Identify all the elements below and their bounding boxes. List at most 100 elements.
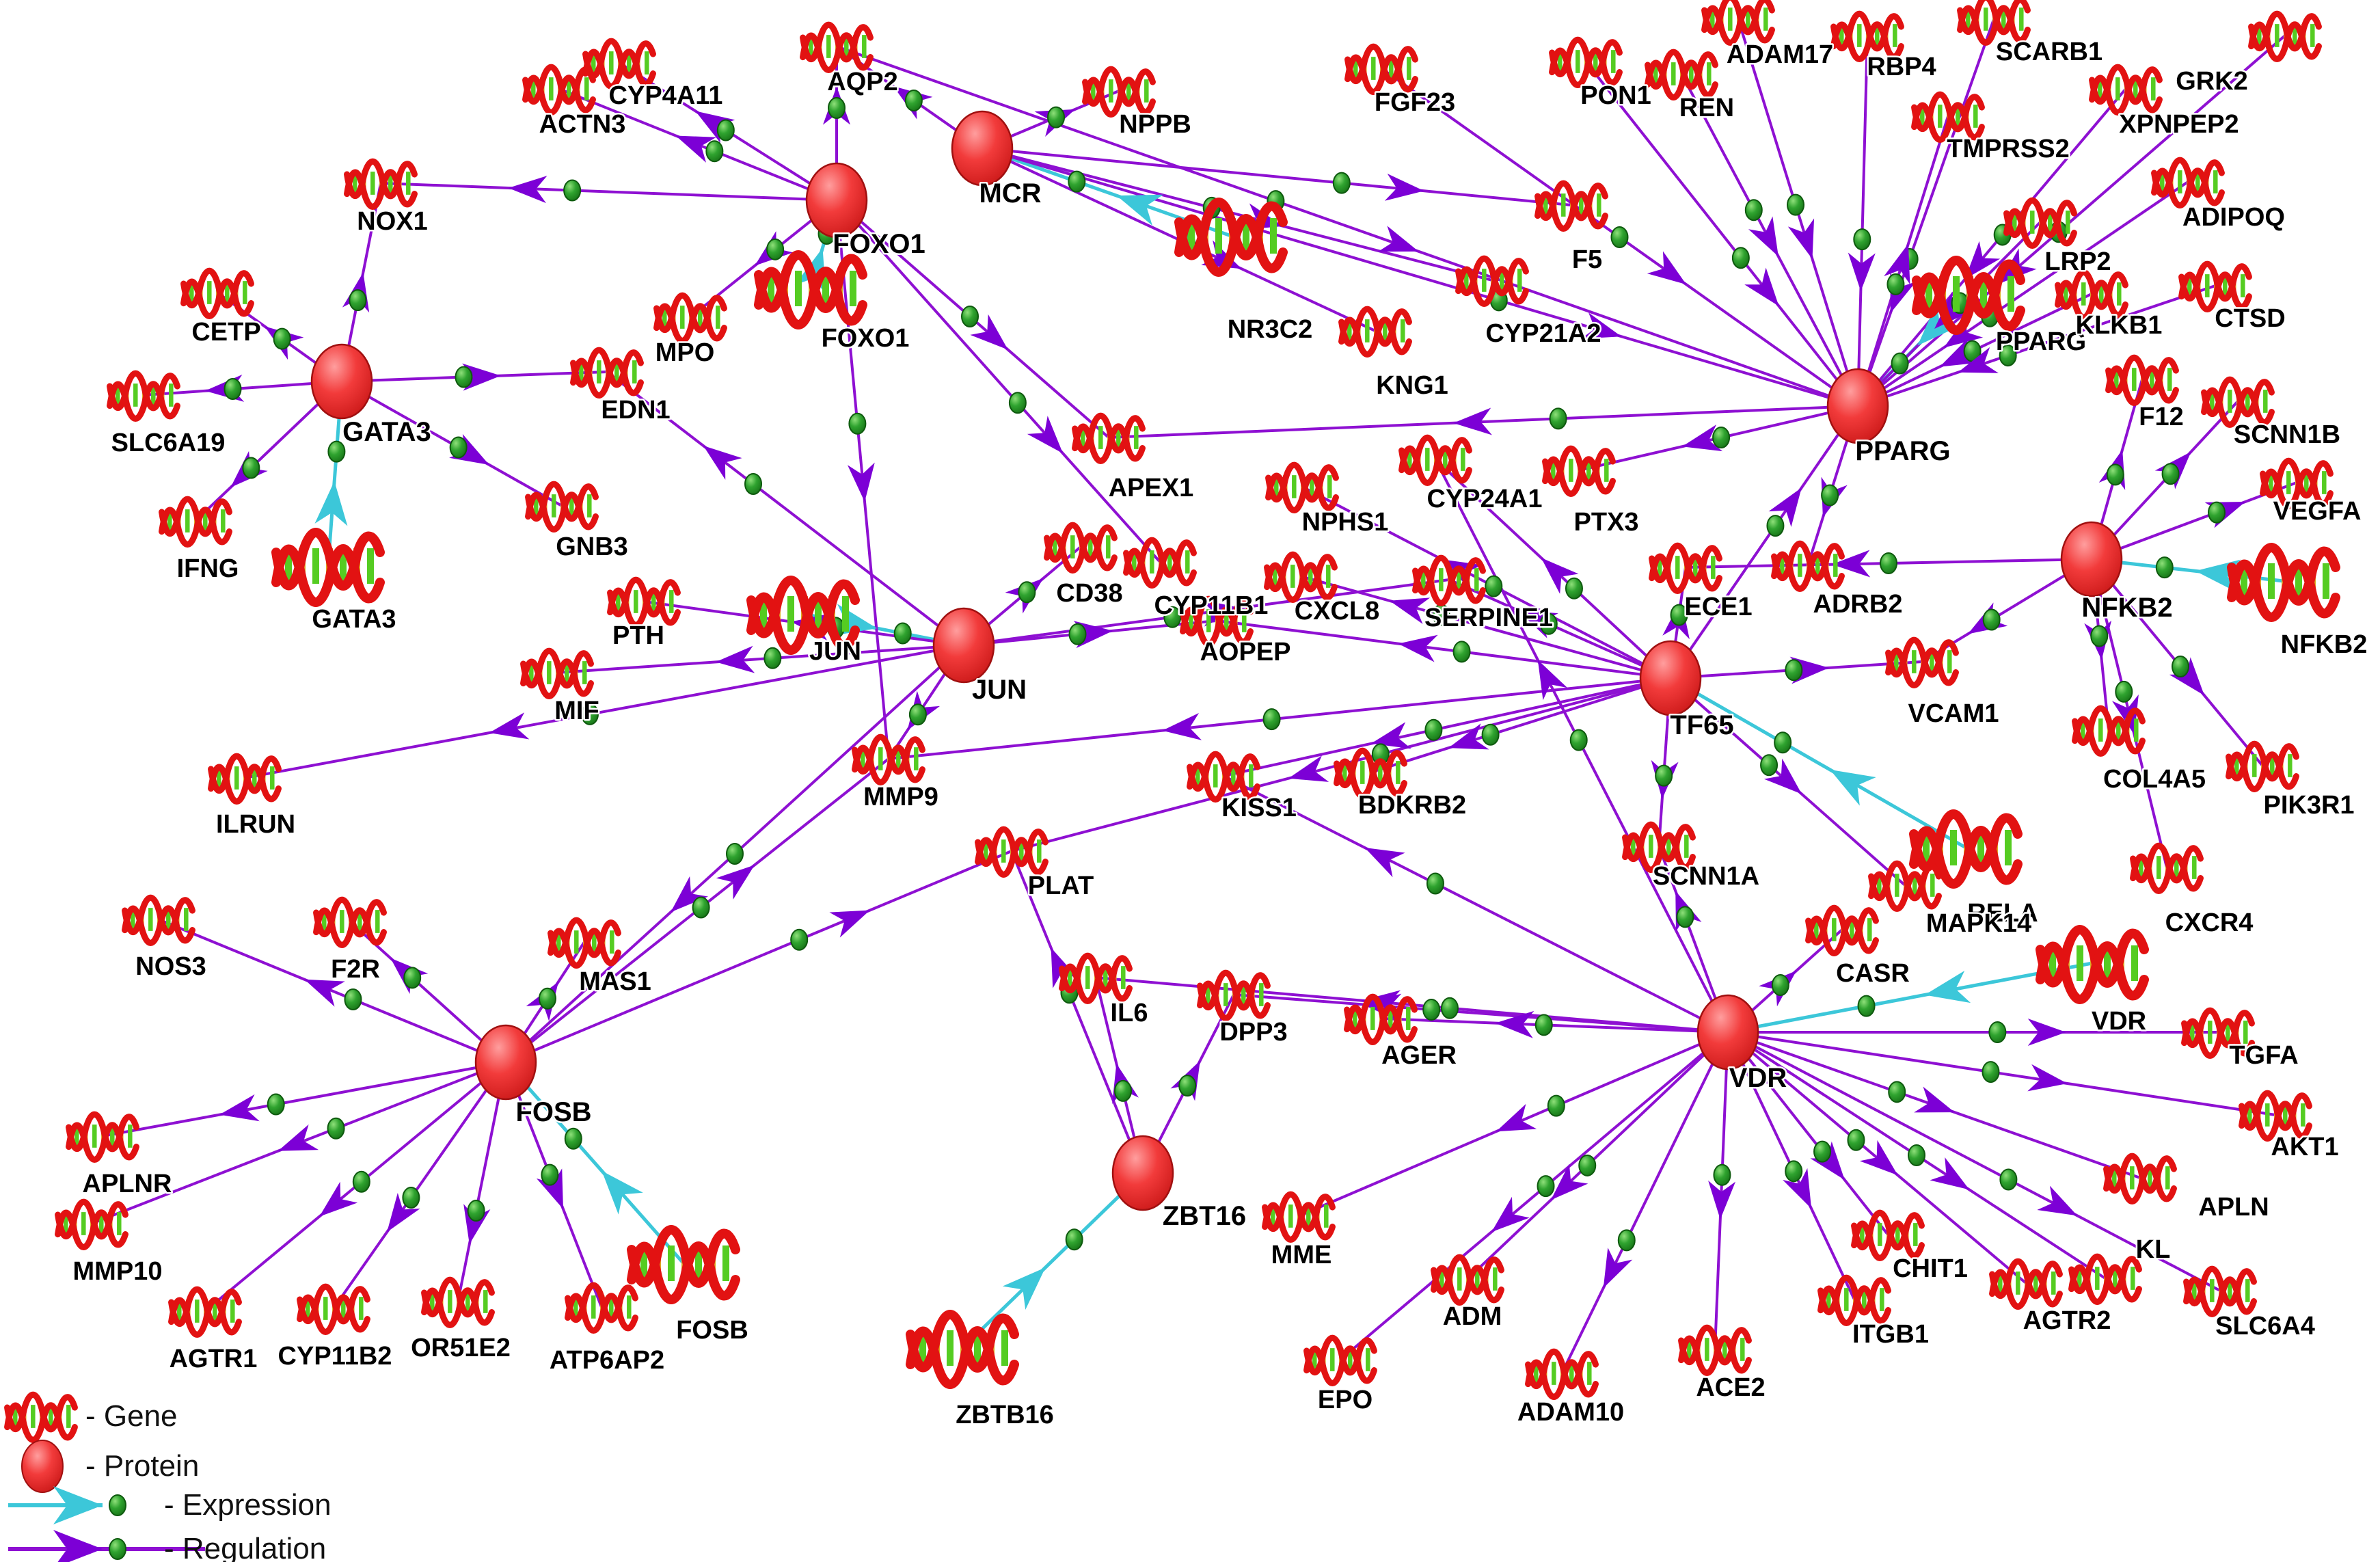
gene-node-LRP2[interactable]	[2003, 197, 2077, 249]
protein-node-FOSB[interactable]	[474, 1024, 537, 1101]
gene-node-SCARB1[interactable]	[1957, 0, 2031, 46]
gene-node-FGF23[interactable]	[1344, 43, 1418, 95]
gene-node-SCNN1B[interactable]	[2201, 376, 2275, 428]
gene-node-NOS3[interactable]	[122, 894, 195, 946]
protein-node-MCR[interactable]	[951, 110, 1014, 187]
gene-node-APEX1[interactable]	[1072, 412, 1146, 464]
protein-node-JUN[interactable]	[932, 607, 995, 684]
gene-node-MAPK14[interactable]	[1868, 860, 1942, 912]
gene-node-PPARG[interactable]	[1912, 256, 2025, 335]
gene-node-CYP11B2[interactable]	[297, 1283, 370, 1335]
gene-node-CXCL8[interactable]	[1264, 551, 1338, 603]
gene-node-PTH[interactable]	[607, 576, 681, 628]
gene-node-GATA3[interactable]	[271, 528, 385, 607]
gene-node-F12[interactable]	[2105, 354, 2179, 406]
gene-node-BDKRB2[interactable]	[1334, 747, 1407, 799]
gene-node-SERPINE1[interactable]	[1412, 554, 1486, 606]
gene-node-ADAM17[interactable]	[1701, 0, 1775, 46]
gene-node-NPHS1[interactable]	[1265, 461, 1339, 513]
gene-node-CYP21A2[interactable]	[1455, 255, 1529, 307]
gene-node-ATP6AP2[interactable]	[565, 1282, 638, 1334]
gene-node-EDN1[interactable]	[570, 347, 644, 399]
gene-node-COL4A5[interactable]	[2072, 705, 2146, 757]
gene-node-AGTR1[interactable]	[168, 1286, 242, 1338]
gene-node-JUN[interactable]	[746, 576, 860, 655]
gene-node-CYP11B1[interactable]	[1123, 537, 1197, 589]
gene-node-ADAM10[interactable]	[1525, 1348, 1599, 1400]
gene-node-GRK2[interactable]	[2089, 64, 2163, 116]
gene-node-CTSD[interactable]	[2178, 260, 2252, 312]
gene-node-APLNR[interactable]	[66, 1111, 139, 1163]
gene-node-NR3C2[interactable]	[1174, 198, 1288, 277]
gene-node-NFKB2[interactable]	[2227, 543, 2340, 622]
gene-node-MIF[interactable]	[520, 647, 594, 699]
gene-node-APLN[interactable]	[2103, 1153, 2177, 1204]
gene-node-RELA[interactable]	[1909, 809, 2023, 889]
gene-node-FOXO1[interactable]	[754, 250, 867, 329]
gene-node-CYP24A1[interactable]	[1398, 434, 1472, 486]
gene-node-IFNG[interactable]	[159, 496, 232, 548]
gene-node-PIK3R1[interactable]	[2226, 740, 2299, 792]
gene-node-KNG1[interactable]	[1338, 306, 1412, 358]
protein-node-NFKB2[interactable]	[2060, 521, 2123, 597]
gene-node-EPO[interactable]	[1303, 1334, 1377, 1386]
gene-node-ACTN3[interactable]	[522, 64, 596, 116]
protein-node-VDR[interactable]	[1696, 994, 1759, 1070]
gene-node-CD38[interactable]	[1044, 522, 1118, 574]
gene-node-PTX3[interactable]	[1542, 445, 1616, 497]
gene-node-AGER[interactable]	[1344, 993, 1418, 1045]
protein-node-TF65[interactable]	[1639, 640, 1702, 716]
gene-node-ADIPOQ[interactable]	[2151, 157, 2225, 208]
gene-node-SCNN1A[interactable]	[1622, 821, 1696, 873]
gene-node-FOSB[interactable]	[627, 1225, 740, 1304]
gene-node-TMPRSS2[interactable]	[1911, 91, 1985, 143]
gene-node-PLAT[interactable]	[975, 826, 1049, 878]
protein-node-FOXO1[interactable]	[805, 162, 868, 239]
gene-node-KISS1[interactable]	[1187, 751, 1260, 803]
gene-node-ADM[interactable]	[1431, 1254, 1504, 1306]
gene-node-IL6[interactable]	[1059, 952, 1133, 1004]
gene-node-AGTR2[interactable]	[1989, 1258, 2063, 1310]
gene-node-TGFA[interactable]	[2181, 1007, 2255, 1059]
protein-node-ZBT16[interactable]	[1111, 1135, 1174, 1211]
protein-node-PPARG[interactable]	[1826, 368, 1889, 444]
gene-node-REN[interactable]	[1645, 49, 1718, 100]
gene-node-DPP3[interactable]	[1197, 969, 1271, 1021]
gene-node-VDR[interactable]	[2036, 925, 2149, 1004]
protein-node-GATA3[interactable]	[310, 343, 373, 420]
gene-node-MPO[interactable]	[653, 292, 727, 344]
gene-node-CASR[interactable]	[1805, 904, 1879, 956]
gene-node-CHIT1[interactable]	[1851, 1209, 1925, 1261]
gene-node-KL[interactable]	[2068, 1253, 2142, 1305]
gene-node-SLC6A19[interactable]	[107, 370, 180, 422]
gene-node-CETP[interactable]	[180, 267, 254, 319]
gene-node-AQP2[interactable]	[800, 21, 874, 73]
gene-node-ILRUN[interactable]	[208, 753, 282, 805]
gene-node-XPNPEP2[interactable]	[2248, 10, 2322, 62]
gene-node-CXCR4[interactable]	[2130, 842, 2204, 894]
gene-node-MMP9[interactable]	[852, 733, 925, 785]
gene-node-NPPB[interactable]	[1082, 66, 1156, 118]
gene-node-MME[interactable]	[1262, 1191, 1336, 1243]
gene-node-GNB3[interactable]	[525, 481, 599, 533]
gene-node-ECE1[interactable]	[1649, 542, 1722, 594]
gene-node-AOPEP[interactable]	[1180, 595, 1254, 647]
gene-node-AKT1[interactable]	[2239, 1090, 2312, 1142]
gene-node-RBP4[interactable]	[1830, 10, 1904, 62]
gene-node-F2R[interactable]	[313, 896, 387, 948]
gene-node-OR51E2[interactable]	[421, 1276, 495, 1328]
gene-node-ADRB2[interactable]	[1771, 540, 1845, 592]
gene-node-VEGFA[interactable]	[2260, 457, 2334, 509]
gene-node-SLC6A4[interactable]	[2183, 1265, 2257, 1317]
gene-node-CYP4A11[interactable]	[582, 38, 656, 90]
gene-node-ITGB1[interactable]	[1817, 1274, 1891, 1326]
gene-node-VCAM1[interactable]	[1885, 636, 1959, 688]
gene-node-MMP10[interactable]	[55, 1198, 129, 1250]
gene-node-MAS1[interactable]	[547, 917, 621, 969]
gene-node-KLKB1[interactable]	[2055, 269, 2128, 321]
gene-node-F5[interactable]	[1534, 180, 1608, 232]
gene-node-ACE2[interactable]	[1678, 1324, 1752, 1376]
gene-node-PON1[interactable]	[1549, 36, 1623, 88]
gene-node-ZBTB16[interactable]	[906, 1310, 1019, 1389]
gene-node-NOX1[interactable]	[344, 158, 418, 210]
